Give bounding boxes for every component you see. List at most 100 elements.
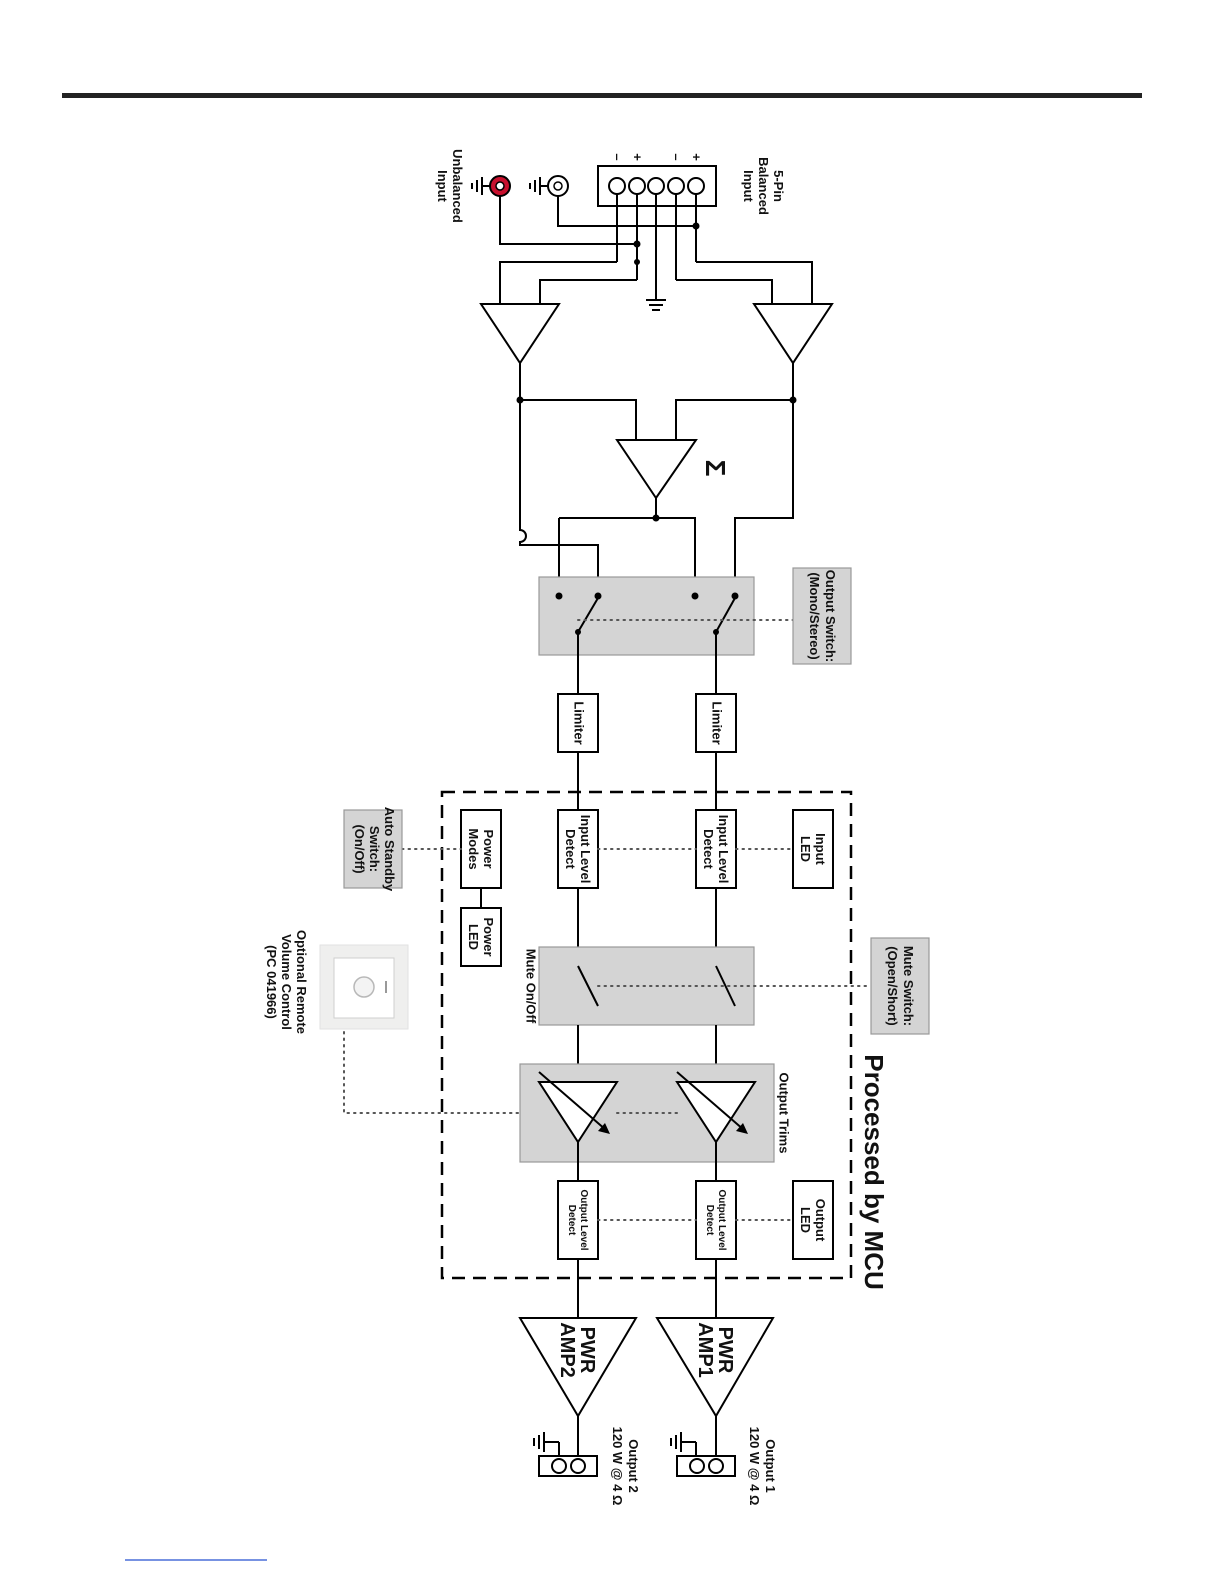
output-trim-left <box>537 1081 619 1144</box>
output-trims-label: Output Trims <box>777 1073 792 1154</box>
input-level-detect-right-label-line: Detect <box>701 829 716 869</box>
sum-symbol: Σ <box>700 460 731 477</box>
input-buffer-left <box>479 303 561 365</box>
output-led-label-line: LED <box>798 1207 813 1233</box>
rca-jack-white <box>529 175 569 197</box>
power-amp-1 <box>655 1317 775 1418</box>
output-switch-contacts <box>555 592 794 694</box>
output-switch-label: Output Switch: (Mono/Stereo) <box>807 570 838 662</box>
output-level-detect-left-label-line: Output Level <box>578 1189 589 1250</box>
balanced-input-label-line: 5-Pin <box>771 170 786 202</box>
mute-switch-label-box <box>870 937 930 1035</box>
auto-standby-label-line: Auto Standby <box>382 807 397 892</box>
power-amp-1-label-line: AMP1 <box>694 1322 716 1378</box>
input-level-detect-right-label: Input Level Detect <box>701 815 731 884</box>
output-led-label-line: Output <box>813 1199 828 1242</box>
output-2-connector <box>533 1416 598 1477</box>
input-wiring <box>499 194 813 311</box>
balanced-input-label: 5-Pin Balanced Input <box>741 157 786 215</box>
power-amp-1-label: PWR AMP1 <box>694 1322 736 1378</box>
output-level-detect-left-label-line: Detect <box>566 1205 577 1236</box>
output-trim-right <box>675 1081 757 1144</box>
input-led <box>792 809 834 889</box>
auto-standby-label-line: Switch: <box>367 826 382 872</box>
power-amp-2 <box>518 1317 638 1418</box>
output-led <box>792 1180 834 1260</box>
output-1-connector <box>670 1416 736 1477</box>
remote-volume-label-line: (PC 041966) <box>264 945 279 1019</box>
mute-switch-label-line: (Open/Short) <box>885 946 900 1025</box>
input-led-label-line: Input <box>813 833 828 865</box>
input-level-detect-left-label-line: Detect <box>563 829 578 869</box>
remote-volume-control <box>319 944 409 1030</box>
mute-block <box>538 946 755 1026</box>
mute-switch-label-line: Mute Switch: <box>901 946 916 1026</box>
output-1-label-line: 120 W @ 4 Ω <box>747 1427 762 1506</box>
output-trim-left-arrow <box>538 1071 607 1131</box>
header-rule <box>62 93 1142 98</box>
power-modes-label-line: Modes <box>466 828 481 869</box>
pin-sign: – <box>669 153 684 160</box>
output-trim-right-arrow <box>676 1071 745 1131</box>
remote-volume-label-line: Optional Remote <box>294 930 309 1034</box>
output-switch-block <box>538 576 755 656</box>
unbalanced-input-label-line: Unbalanced <box>450 149 465 223</box>
power-amp-2-label-line: AMP2 <box>556 1322 578 1378</box>
input-led-label: Input LED <box>798 833 828 865</box>
output-level-detect-right-label-line: Detect <box>704 1205 715 1236</box>
mcu-boundary <box>440 790 853 1280</box>
power-modes-label: Power Modes <box>466 828 496 869</box>
output-level-detect-left <box>557 1180 599 1260</box>
unbalanced-input-label: Unbalanced Input <box>435 149 465 223</box>
power-led-label-line: Power <box>481 917 496 956</box>
output-level-detect-right-label-line: Output Level <box>716 1189 727 1250</box>
input-level-detect-right-label-line: Input Level <box>716 815 731 884</box>
output-2-label-line: 120 W @ 4 Ω <box>610 1427 625 1506</box>
output-trim-right-arrowhead <box>736 1123 748 1134</box>
pin-sign: – <box>610 153 625 160</box>
output-1-label: Output 1 120 W @ 4 Ω <box>747 1427 778 1506</box>
auto-standby-label-box <box>343 809 403 889</box>
limiter-left-label: Limiter <box>572 701 587 744</box>
output-led-label: Output LED <box>798 1199 828 1242</box>
input-level-detect-left-label: Input Level Detect <box>563 815 593 884</box>
mute-on-off-label: Mute On/Off <box>524 949 539 1024</box>
output-trim-left-arrowhead <box>598 1123 610 1134</box>
auto-standby-label: Auto Standby Switch: (On/Off) <box>352 807 397 892</box>
power-modes <box>460 809 502 889</box>
power-amp-2-label: PWR AMP2 <box>556 1322 598 1378</box>
balanced-input-label-line: Input <box>741 170 756 202</box>
mute-switches <box>577 965 872 1007</box>
input-buffer-right <box>752 303 834 365</box>
processed-by-mcu-label: Processed by MCU <box>859 1054 889 1290</box>
power-amp-1-label-line: PWR <box>714 1327 736 1374</box>
output-2-label-line: Output 2 <box>626 1439 641 1492</box>
remote-volume-label: Optional Remote Volume Control (PC 04196… <box>264 930 309 1034</box>
power-amp-2-label-line: PWR <box>576 1327 598 1374</box>
output-switch-label-box <box>792 567 852 665</box>
pin-sign: + <box>689 153 704 161</box>
remote-volume-dotted-link <box>343 1031 540 1114</box>
output-1-label-line: Output 1 <box>763 1439 778 1492</box>
output-level-detect-right-label: Output Level Detect <box>704 1189 727 1250</box>
unbalanced-input-label-line: Input <box>435 170 450 202</box>
output-switch-label-line: Output Switch: <box>823 570 838 662</box>
power-modes-label-line: Power <box>481 829 496 868</box>
mute-switch-label: Mute Switch: (Open/Short) <box>885 946 916 1026</box>
output-level-detect-left-label: Output Level Detect <box>566 1189 589 1250</box>
limiter-right <box>695 693 737 753</box>
summing-network <box>516 363 797 596</box>
pin-sign: + <box>630 153 645 161</box>
pin-signs: – + – + <box>610 153 704 161</box>
power-led <box>460 907 502 967</box>
summing-amplifier <box>615 439 698 500</box>
power-led-label-line: LED <box>466 924 481 950</box>
output-2-label: Output 2 120 W @ 4 Ω <box>610 1427 641 1506</box>
balanced-input-label-line: Balanced <box>756 157 771 215</box>
input-level-detect-left-label-line: Input Level <box>578 815 593 884</box>
remote-volume-label-line: Volume Control <box>279 934 294 1030</box>
power-led-label: Power LED <box>466 917 496 956</box>
limiter-right-label: Limiter <box>710 701 725 744</box>
output-level-detect-right <box>695 1180 737 1260</box>
